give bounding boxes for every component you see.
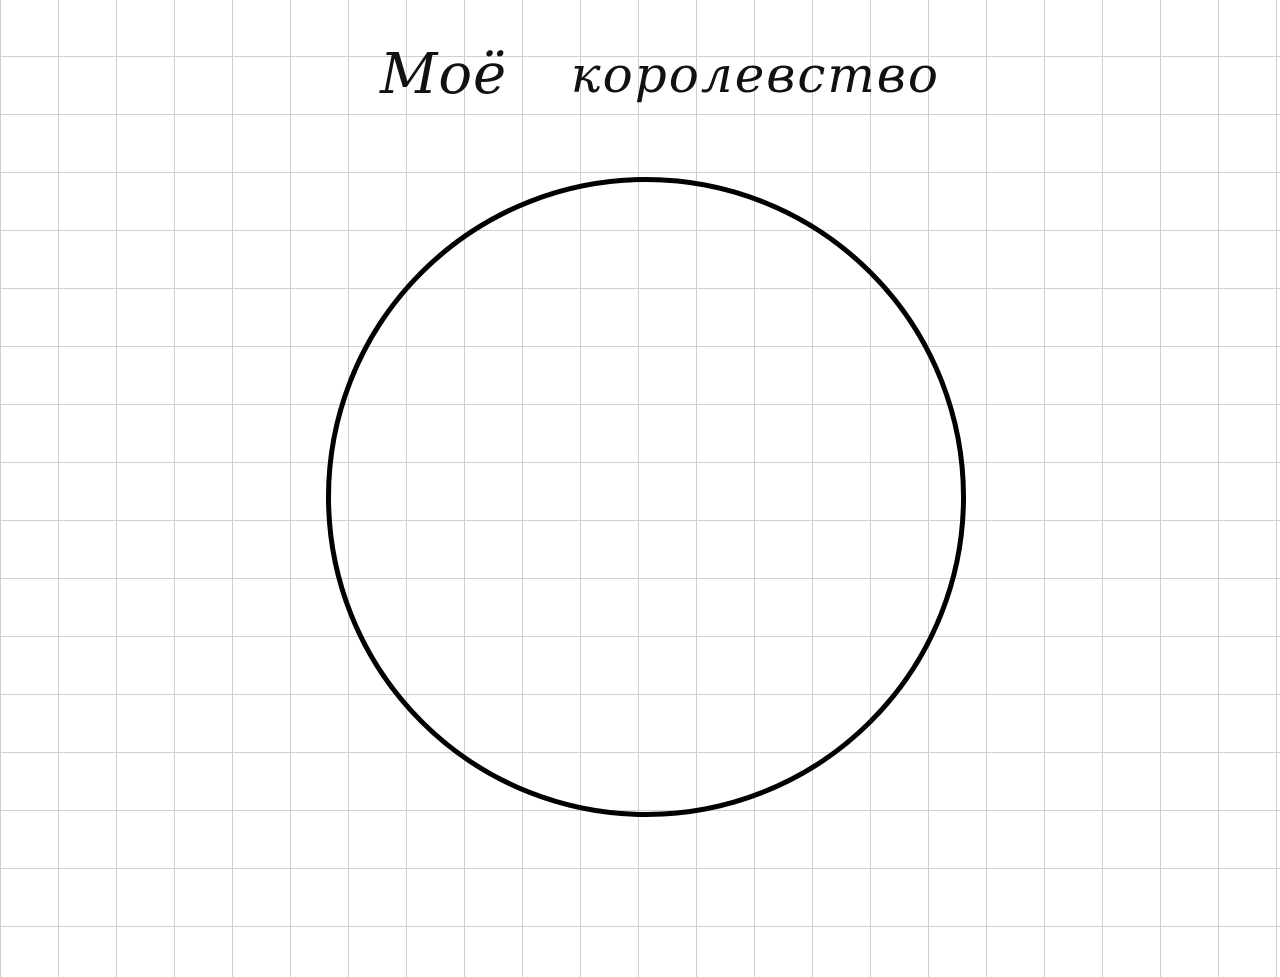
kingdom-circle [326, 177, 966, 817]
title-word-kingdom: королевство [570, 46, 940, 104]
title-word-my: Моё [380, 42, 508, 107]
handwritten-title: Моё королевство [380, 20, 940, 130]
